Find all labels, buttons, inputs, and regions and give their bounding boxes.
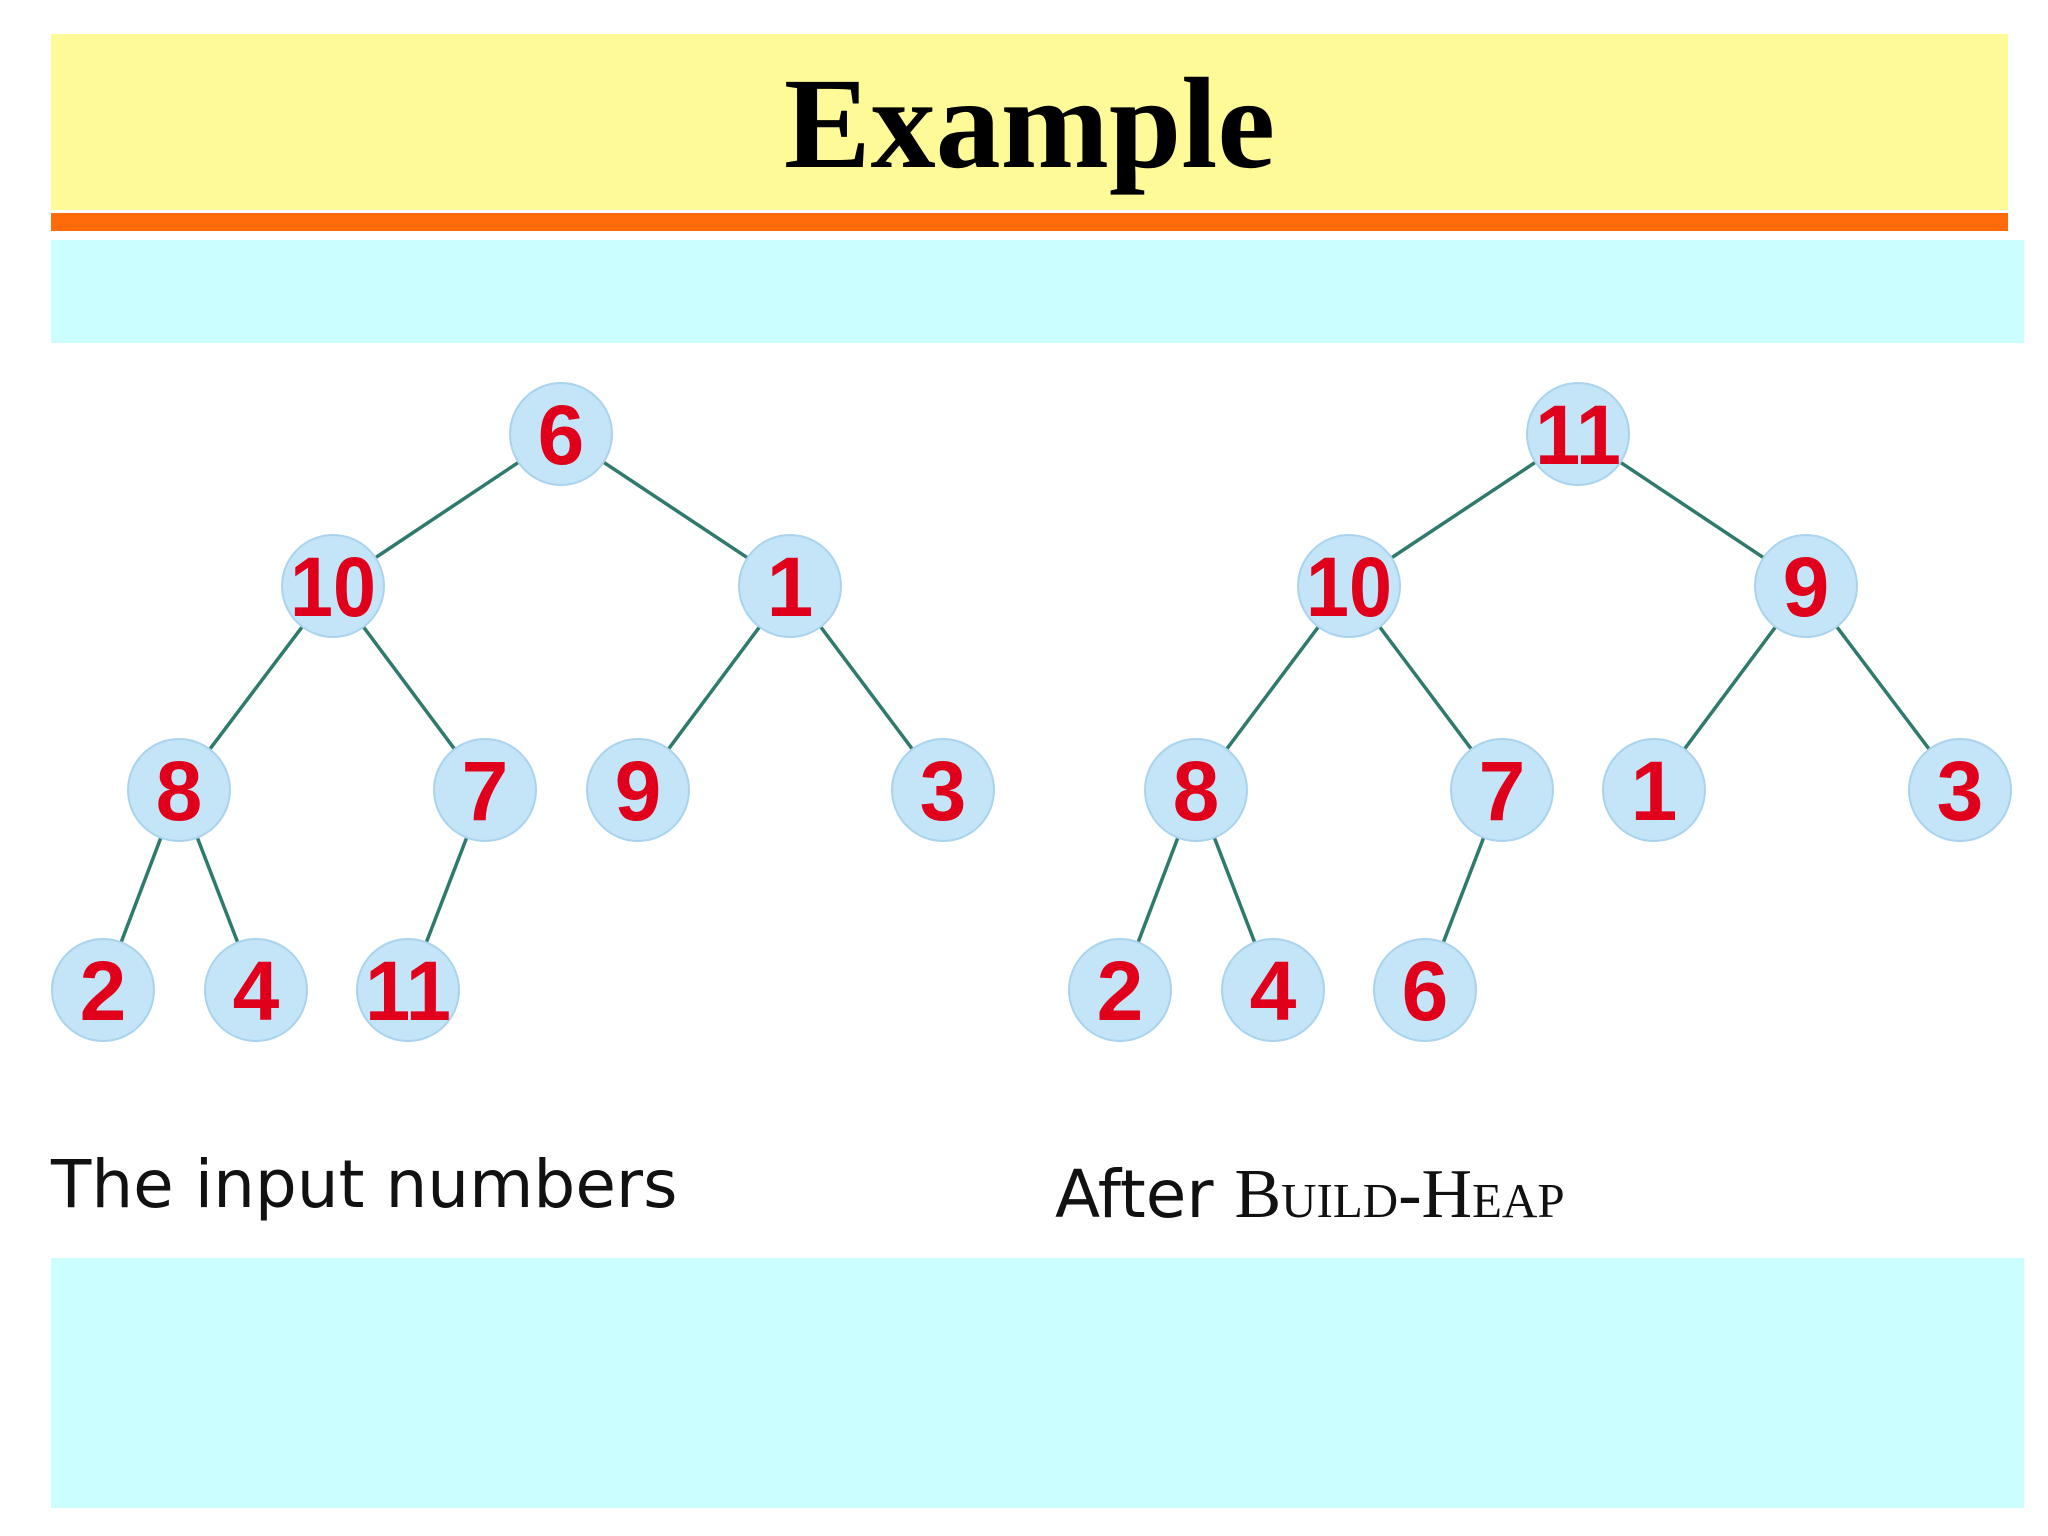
- node-label: 3: [920, 744, 967, 838]
- tree-node: 3: [1908, 738, 2012, 842]
- tree-node: 2: [1068, 938, 1172, 1042]
- edges-layer: [119, 460, 1931, 944]
- node-circle: [433, 738, 537, 842]
- node-circle: [281, 534, 385, 638]
- node-label: 7: [1479, 744, 1526, 838]
- tree-edge: [1619, 460, 1765, 560]
- tree-edge: [362, 625, 456, 751]
- node-circle: [1221, 938, 1325, 1042]
- node-circle: [51, 938, 155, 1042]
- tree-edge: [667, 625, 761, 751]
- node-circle: [1602, 738, 1706, 842]
- tree-node: 11: [356, 938, 460, 1042]
- tree-node: 1: [1602, 738, 1706, 842]
- node-circle: [1297, 534, 1401, 638]
- node-label: 8: [156, 744, 203, 838]
- node-label: 6: [1402, 944, 1449, 1038]
- node-label: 11: [1535, 388, 1621, 482]
- tree-node: 4: [204, 938, 308, 1042]
- node-circle: [738, 534, 842, 638]
- caption-prefix: After: [1055, 1156, 1235, 1233]
- node-circle: [1450, 738, 1554, 842]
- tree-node: 8: [1144, 738, 1248, 842]
- tree-node: 4: [1221, 938, 1325, 1042]
- tree-edge: [1441, 836, 1486, 944]
- tree-edge: [374, 460, 520, 560]
- node-circle: [586, 738, 690, 842]
- tree-node: 8: [127, 738, 231, 842]
- node-circle: [204, 938, 308, 1042]
- node-circle: [509, 382, 613, 486]
- tree-edge: [119, 837, 163, 943]
- node-label: 6: [538, 388, 585, 482]
- tree-node: 10: [281, 534, 385, 638]
- tree-edge: [819, 625, 914, 751]
- tree-node: 11: [1526, 382, 1630, 486]
- node-label: 1: [767, 540, 814, 634]
- node-circle: [127, 738, 231, 842]
- tree-node: 2: [51, 938, 155, 1042]
- tree-edge: [424, 836, 469, 944]
- node-label: 9: [615, 744, 662, 838]
- tree-edge: [602, 460, 749, 560]
- node-label: 2: [80, 944, 127, 1038]
- node-circle: [1526, 382, 1630, 486]
- tree-node: 7: [1450, 738, 1554, 842]
- title-band: Example: [51, 34, 2008, 210]
- nodes-layer: 6 10 1 8 7 9 3 2 4 11 11 10 9 8 7 1 3 2 4 6: [51, 382, 2012, 1042]
- node-label: 3: [1937, 744, 1984, 838]
- caption-input-numbers: The input numbers: [51, 1146, 678, 1223]
- caption-after-build-heap: After Build-Heap: [1055, 1160, 1565, 1230]
- tree-edge: [1225, 625, 1320, 751]
- bottom-band: [51, 1258, 2024, 1508]
- tree-edge: [208, 625, 304, 751]
- title-divider: [51, 213, 2008, 231]
- top-band: [51, 240, 2024, 343]
- tree-node: 1: [738, 534, 842, 638]
- tree-node: 10: [1297, 534, 1401, 638]
- node-label: 10: [290, 540, 376, 634]
- node-circle: [1908, 738, 2012, 842]
- node-label: 9: [1783, 540, 1830, 634]
- node-label: 10: [1306, 540, 1392, 634]
- caption-build-heap: Build-Heap: [1234, 1156, 1565, 1233]
- tree-node: 3: [891, 738, 995, 842]
- tree-node: 9: [586, 738, 690, 842]
- node-circle: [1754, 534, 1858, 638]
- tree-edge: [1378, 625, 1473, 751]
- node-label: 4: [1250, 944, 1297, 1038]
- node-circle: [891, 738, 995, 842]
- tree-node: 9: [1754, 534, 1858, 638]
- tree-edge: [1683, 625, 1777, 751]
- tree-edge: [1212, 836, 1257, 944]
- node-label: 8: [1173, 744, 1220, 838]
- slide-title: Example: [783, 52, 1276, 196]
- tree-node: 6: [1373, 938, 1477, 1042]
- node-circle: [1068, 938, 1172, 1042]
- node-circle: [1144, 738, 1248, 842]
- tree-edge: [195, 836, 240, 944]
- node-label: 4: [233, 944, 280, 1038]
- node-label: 11: [365, 944, 451, 1038]
- tree-edge: [1390, 460, 1537, 560]
- node-label: 2: [1097, 944, 1144, 1038]
- tree-edge: [1835, 625, 1931, 751]
- tree-node: 6: [509, 382, 613, 486]
- tree-node: 7: [433, 738, 537, 842]
- node-label: 1: [1631, 744, 1678, 838]
- node-circle: [1373, 938, 1477, 1042]
- node-circle: [356, 938, 460, 1042]
- node-label: 7: [462, 744, 509, 838]
- tree-edge: [1136, 837, 1180, 943]
